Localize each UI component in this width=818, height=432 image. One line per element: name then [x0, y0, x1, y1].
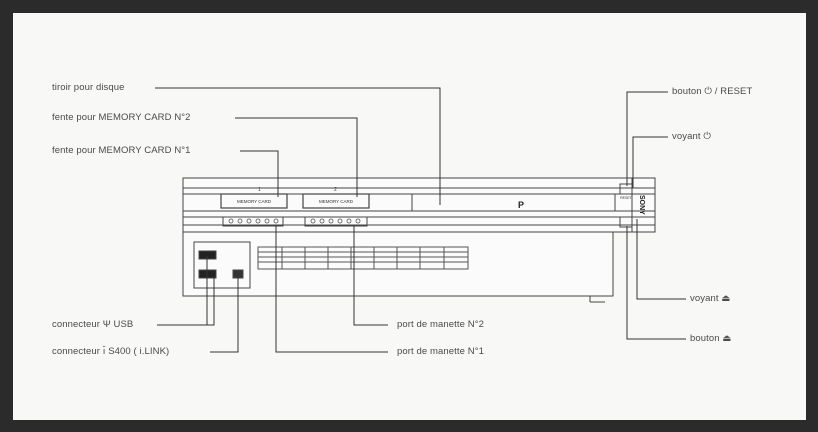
leader-eject-led	[636, 219, 686, 300]
leader-s400	[210, 275, 239, 353]
console-bottom-panel	[182, 231, 614, 297]
label-memory-card-1: fente pour MEMORY CARD N°1	[52, 145, 191, 156]
slot-mark-2: 2	[334, 187, 337, 193]
front-connector-panel	[193, 241, 251, 289]
port-pins	[228, 218, 361, 224]
leader-controller-2	[353, 225, 388, 326]
console-front-view	[182, 177, 656, 303]
memory-card-caption-1: MEMORY CARD	[237, 199, 272, 204]
leader-power-reset	[626, 91, 668, 186]
label-eject-button: bouton ⏏	[690, 333, 732, 344]
controller-port-1	[222, 216, 284, 227]
console-top-panel	[182, 177, 656, 233]
label-power-reset-button: bouton ⏻ / RESET	[672, 86, 753, 97]
sony-brand: SONY	[638, 195, 645, 215]
slot-mark-1: 1	[258, 187, 261, 193]
leader-power-led	[632, 136, 668, 188]
leader-memory-card-1	[240, 150, 279, 197]
ventilation-grille	[257, 246, 469, 270]
label-s400-connector: connecteur ı̆ S400 ( i.LINK)	[52, 346, 170, 357]
leader-disc-tray	[155, 87, 441, 205]
label-disc-tray: tiroir pour disque	[52, 82, 125, 93]
sony-badge	[631, 177, 656, 233]
disc-tray	[411, 193, 616, 212]
label-usb-connector: connecteur Ψ USB	[52, 319, 134, 330]
eject-button	[619, 216, 633, 228]
memory-card-caption-2: MEMORY CARD	[319, 199, 354, 204]
label-eject-led: voyant ⏏	[690, 293, 731, 304]
leader-eject-button	[626, 226, 686, 340]
label-controller-port-1: port de manette N°1	[397, 346, 485, 357]
power-reset-button	[619, 183, 633, 195]
playstation-logo: P	[518, 200, 524, 210]
leader-usb-2	[157, 276, 215, 326]
memory-card-slot-2	[302, 193, 370, 209]
label-power-led: voyant ⏻	[672, 131, 711, 142]
label-memory-card-2: fente pour MEMORY CARD N°2	[52, 112, 191, 123]
label-controller-port-2: port de manette N°2	[397, 319, 485, 330]
leader-controller-1	[275, 225, 388, 353]
memory-card-slot-1	[220, 193, 288, 209]
leader-memory-card-2	[235, 117, 358, 197]
reset-caption: RESET	[620, 196, 633, 200]
controller-port-2	[304, 216, 368, 227]
leader-lines	[155, 87, 686, 353]
